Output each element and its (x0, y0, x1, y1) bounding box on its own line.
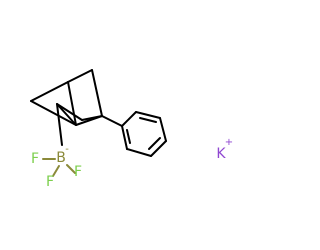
fluorine-right-label: F (74, 164, 82, 180)
phenyl-bond-6 (121, 125, 128, 150)
phenyl-bond-3 (159, 117, 167, 142)
boron-charge: - (65, 144, 69, 155)
phenyl-bond-2 (135, 111, 161, 119)
bond-bicyclic-lower-left (56, 103, 77, 126)
potassium-label: K (216, 146, 226, 162)
boron-label: B (56, 150, 66, 166)
bond-boron-fluorine-right (66, 164, 76, 174)
fluorine-left-label: F (31, 151, 39, 167)
bond-bicyclic-to-phenyl (101, 115, 123, 127)
phenyl-bond-5 (126, 148, 152, 157)
bond-bicyclic-bottom-left (30, 100, 77, 126)
bond-bicyclic-left-bridge (30, 81, 69, 102)
phenyl-inner-bond-1 (139, 117, 157, 123)
bond-bicyclic-right-down (75, 115, 103, 126)
structure-canvas: B - F F F K + (30, 69, 234, 190)
phenyl-inner-bond-3 (126, 129, 131, 144)
phenyl-bond-4 (150, 140, 167, 157)
fluorine-bottom-label: F (46, 174, 54, 190)
bond-bicyclic-upper-left (67, 81, 77, 126)
potassium-charge: + (225, 137, 233, 148)
bond-bicyclic-lower-middle (56, 103, 83, 121)
molecule-structure: B - F F F K + (30, 69, 233, 190)
bond-bicyclic-upper-right (91, 69, 103, 117)
bond-boron-fluorine-bottom (52, 165, 60, 177)
phenyl-inner-bond-2 (148, 137, 161, 150)
bond-bicyclic-to-boron (56, 103, 63, 146)
bond-bicyclic-top (67, 69, 93, 83)
phenyl-bond-1 (121, 111, 137, 127)
